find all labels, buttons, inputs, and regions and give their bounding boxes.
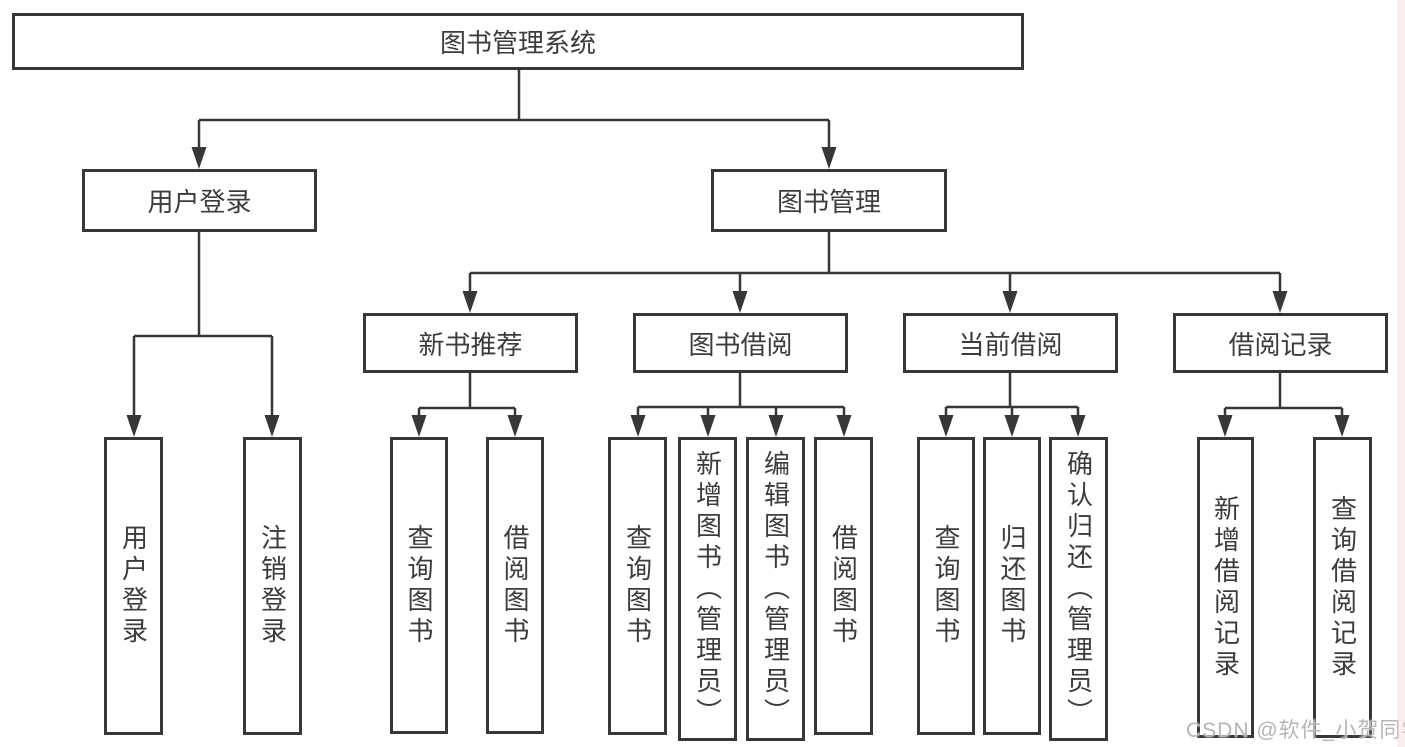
connector-book-management-to-level3 <box>462 232 1288 313</box>
connector-new-book-recommend-to-leaves <box>411 373 523 437</box>
node-new-book-recommend: 新书推荐 <box>363 313 578 373</box>
leaf-query-books-current: 查询图书 <box>917 437 975 735</box>
node-borrow-records: 借阅记录 <box>1173 313 1388 373</box>
leaf-logout: 注销登录 <box>243 437 302 735</box>
node-label: 新书推荐 <box>418 329 523 360</box>
node-label: 用户登录 <box>147 187 252 217</box>
leaf-return-books: 归还图书 <box>983 437 1041 735</box>
node-label: 图书管理系统 <box>439 28 596 58</box>
connector-book-borrow-to-leaves <box>630 373 852 437</box>
node-label: 查询借阅记录 <box>1327 494 1358 681</box>
node-book-borrow: 图书借阅 <box>633 313 848 373</box>
node-label: 查询图书 <box>622 524 653 648</box>
node-label: 编辑图书（管理员） <box>760 449 791 729</box>
leaf-confirm-return-admin: 确认归还（管理员） <box>1049 437 1108 741</box>
node-label: 图书借阅 <box>688 329 793 360</box>
node-label: 借阅图书 <box>500 523 530 648</box>
leaf-query-books-borrow: 查询图书 <box>608 437 667 735</box>
leaf-add-book-admin: 新增图书（管理员） <box>678 437 737 741</box>
connector-borrow-records-to-leaves <box>1217 373 1350 437</box>
node-label: 归还图书 <box>997 524 1027 648</box>
node-library-management-system: 图书管理系统 <box>12 13 1024 70</box>
node-label: 查询图书 <box>404 523 434 648</box>
node-label: 用户登录 <box>118 524 149 648</box>
node-current-borrow: 当前借阅 <box>903 313 1118 373</box>
node-label: 图书管理 <box>776 187 881 217</box>
leaf-borrow-books-recommend: 借阅图书 <box>486 437 544 734</box>
leaf-edit-book-admin: 编辑图书（管理员） <box>746 437 805 741</box>
node-book-management: 图书管理 <box>711 169 947 232</box>
csdn-watermark: CSDN @软件_小贺同学 <box>1186 719 1405 742</box>
leaf-query-books-recommend: 查询图书 <box>390 437 448 734</box>
node-label: 注销登录 <box>257 524 288 648</box>
connector-root-to-level2 <box>191 70 837 169</box>
leaf-user-login: 用户登录 <box>104 437 163 735</box>
node-label: 查询图书 <box>931 524 961 648</box>
leaf-add-borrow-record: 新增借阅记录 <box>1197 437 1254 738</box>
connector-user-login-to-leaves <box>126 232 280 437</box>
node-label: 借阅记录 <box>1228 329 1333 360</box>
node-label: 确认归还（管理员） <box>1063 449 1094 729</box>
node-label: 借阅图书 <box>828 524 859 648</box>
node-label: 当前借阅 <box>958 329 1063 360</box>
right-edge-tint <box>1397 0 1405 747</box>
node-label: 新增借阅记录 <box>1210 494 1241 681</box>
connector-current-borrow-to-leaves <box>938 373 1086 437</box>
node-label: 新增图书（管理员） <box>692 449 723 729</box>
node-user-login: 用户登录 <box>82 169 317 232</box>
leaf-borrow-books: 借阅图书 <box>814 437 873 735</box>
leaf-query-borrow-record: 查询借阅记录 <box>1313 437 1372 738</box>
